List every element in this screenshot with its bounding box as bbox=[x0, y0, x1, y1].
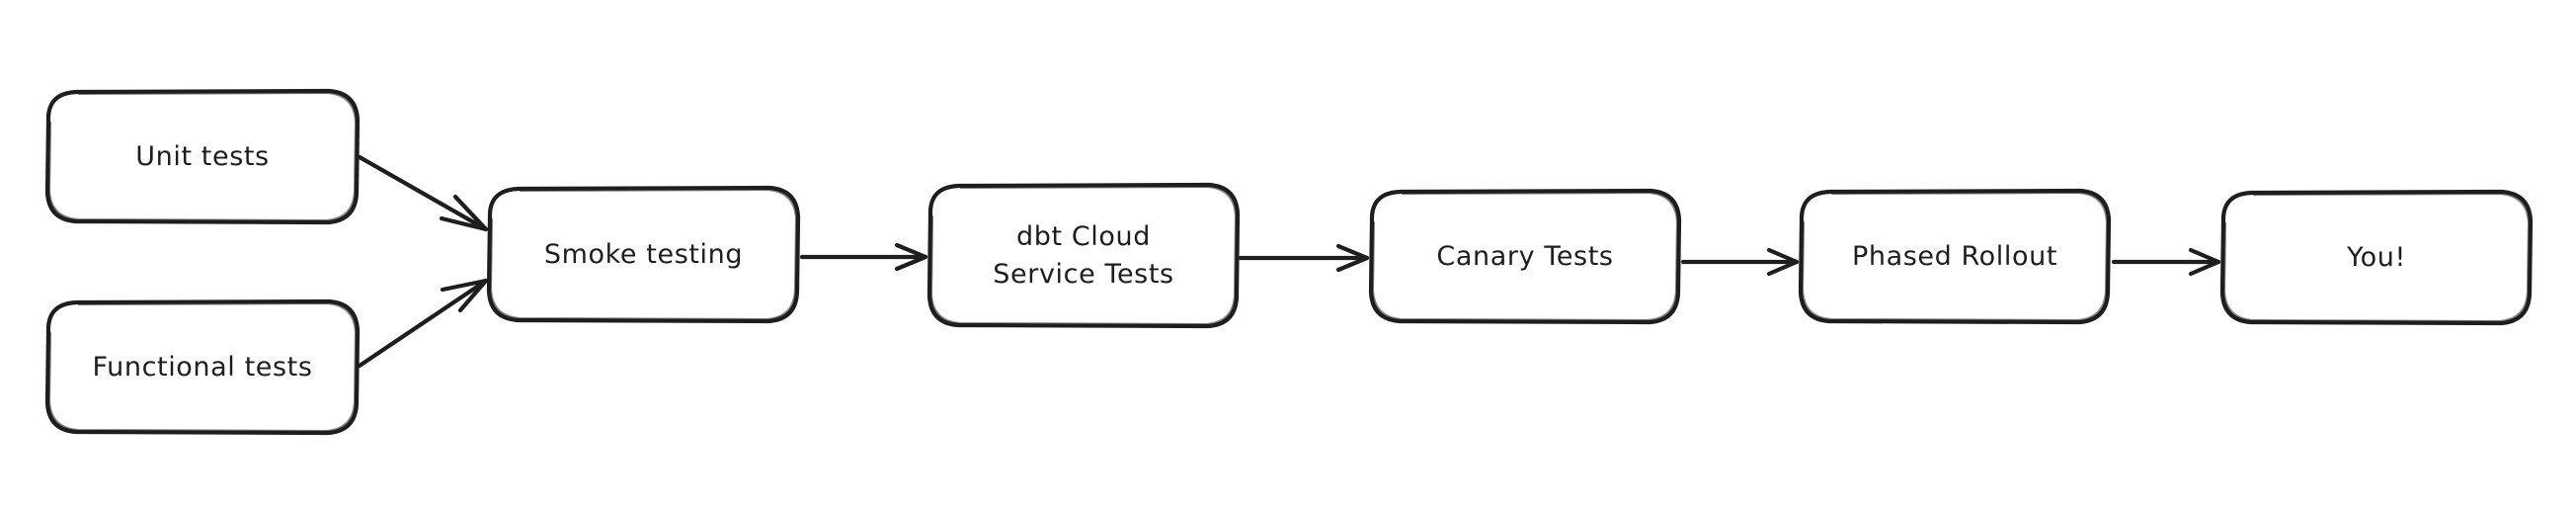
node-canary-tests-outline-sketch bbox=[1371, 191, 1679, 322]
edge-dbt-to-canary-arrowhead bbox=[1335, 243, 1370, 273]
node-unit-tests[interactable] bbox=[44, 88, 361, 225]
edge-smoke-to-dbt bbox=[799, 242, 928, 272]
edge-functional-to-smoke-arrowhead bbox=[440, 278, 489, 313]
node-dbt-cloud-service-tests-outline bbox=[926, 182, 1241, 329]
node-functional-tests-outline bbox=[44, 298, 361, 436]
node-unit-tests-outline-sketch bbox=[47, 91, 358, 222]
edge-unit-to-smoke-line bbox=[357, 154, 489, 232]
node-you[interactable] bbox=[2219, 189, 2534, 326]
node-smoke-testing-outline-sketch bbox=[489, 188, 798, 321]
node-smoke-testing-outline bbox=[486, 185, 801, 324]
edge-canary-to-phased bbox=[1680, 247, 1800, 277]
edge-unit-to-smoke bbox=[357, 154, 489, 232]
node-functional-tests-outline-sketch bbox=[47, 301, 358, 433]
edge-phased-to-you-arrowhead bbox=[2188, 247, 2221, 277]
edge-canary-to-phased-arrowhead bbox=[1766, 247, 1800, 277]
node-you-outline bbox=[2219, 189, 2534, 326]
node-phased-rollout-outline bbox=[1798, 188, 2112, 325]
edge-dbt-to-canary bbox=[1238, 243, 1370, 273]
node-smoke-testing[interactable] bbox=[486, 185, 801, 324]
edge-functional-to-smoke bbox=[357, 278, 489, 369]
node-functional-tests[interactable] bbox=[44, 298, 361, 436]
node-dbt-cloud-service-tests[interactable] bbox=[926, 182, 1241, 329]
node-unit-tests-outline bbox=[44, 88, 361, 225]
edge-phased-to-you bbox=[2111, 247, 2221, 277]
edge-functional-to-smoke-line bbox=[357, 278, 489, 369]
edge-unit-to-smoke-arrowhead bbox=[439, 194, 489, 232]
node-phased-rollout[interactable] bbox=[1798, 188, 2112, 325]
node-phased-rollout-outline-sketch bbox=[1801, 191, 2109, 322]
node-canary-tests-outline bbox=[1368, 188, 1682, 325]
node-dbt-cloud-service-tests-outline-sketch bbox=[929, 185, 1238, 326]
node-canary-tests[interactable] bbox=[1368, 188, 1682, 325]
edge-smoke-to-dbt-arrowhead bbox=[894, 242, 928, 272]
node-you-outline-sketch bbox=[2222, 192, 2531, 323]
